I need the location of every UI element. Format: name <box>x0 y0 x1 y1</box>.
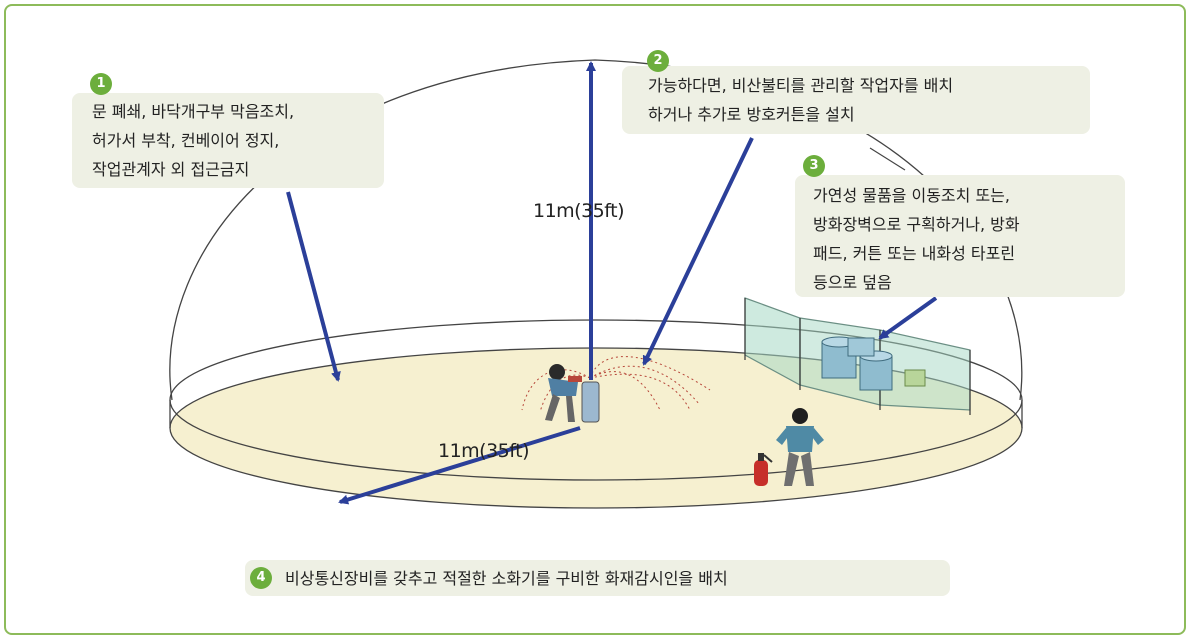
callout-1: 문 폐쇄, 바닥개구부 막음조치, 허가서 부착, 컨베이어 정지, 작업관계자… <box>72 93 384 188</box>
arrow-1 <box>286 191 341 382</box>
callout-4: 비상통신장비를 갖추고 적절한 소화기를 구비한 화재감시인을 배치 <box>245 560 950 596</box>
vertical-dimension-label: 11m(35ft) <box>533 200 625 222</box>
arrow-2 <box>642 137 754 366</box>
callout-2-line-1: 가능하다면, 비산불티를 관리할 작업자를 배치 <box>648 76 954 95</box>
callout-1-number-badge: 1 <box>90 73 112 95</box>
callout-4-line-1: 비상통신장비를 갖추고 적절한 소화기를 구비한 화재감시인을 배치 <box>285 569 728 588</box>
callout-2-line-2: 하거나 추가로 방호커튼을 설치 <box>648 105 855 124</box>
horizontal-dimension-label: 11m(35ft) <box>438 440 530 462</box>
fire-extinguisher-icon <box>754 453 773 486</box>
arrow-horizontal-dimension <box>338 426 581 505</box>
fire-watch-figure <box>776 408 824 486</box>
callout-3-number-badge: 3 <box>803 155 825 177</box>
callout-3-line-2: 방화장벽으로 구획하거나, 방화 <box>813 215 1020 234</box>
callout-1-line-2: 허가서 부착, 컨베이어 정지, <box>92 131 280 150</box>
callout-4-number-badge: 4 <box>250 567 272 589</box>
callout-1-line-3: 작업관계자 외 접근금지 <box>92 160 250 179</box>
callout-2-number-badge: 2 <box>647 50 669 72</box>
callout-3-line-1: 가연성 물품을 이동조치 또는, <box>813 186 1010 205</box>
callout-3: 가연성 물품을 이동조치 또는, 방화장벽으로 구획하거나, 방화 패드, 커튼… <box>795 175 1125 297</box>
callout-2: 가능하다면, 비산불티를 관리할 작업자를 배치 하거나 추가로 방호커튼을 설… <box>622 66 1090 134</box>
fuel-drums <box>821 336 926 391</box>
spark-spray <box>521 356 711 413</box>
welding-post <box>581 381 600 423</box>
callout-1-line-1: 문 폐쇄, 바닥개구부 막음조치, <box>92 102 295 121</box>
callout-3-line-4: 등으로 덮음 <box>813 273 892 292</box>
welder-figure <box>545 364 582 422</box>
arrow-3 <box>878 296 938 340</box>
callout-3-line-3: 패드, 커튼 또는 내화성 타포린 <box>813 244 1016 263</box>
